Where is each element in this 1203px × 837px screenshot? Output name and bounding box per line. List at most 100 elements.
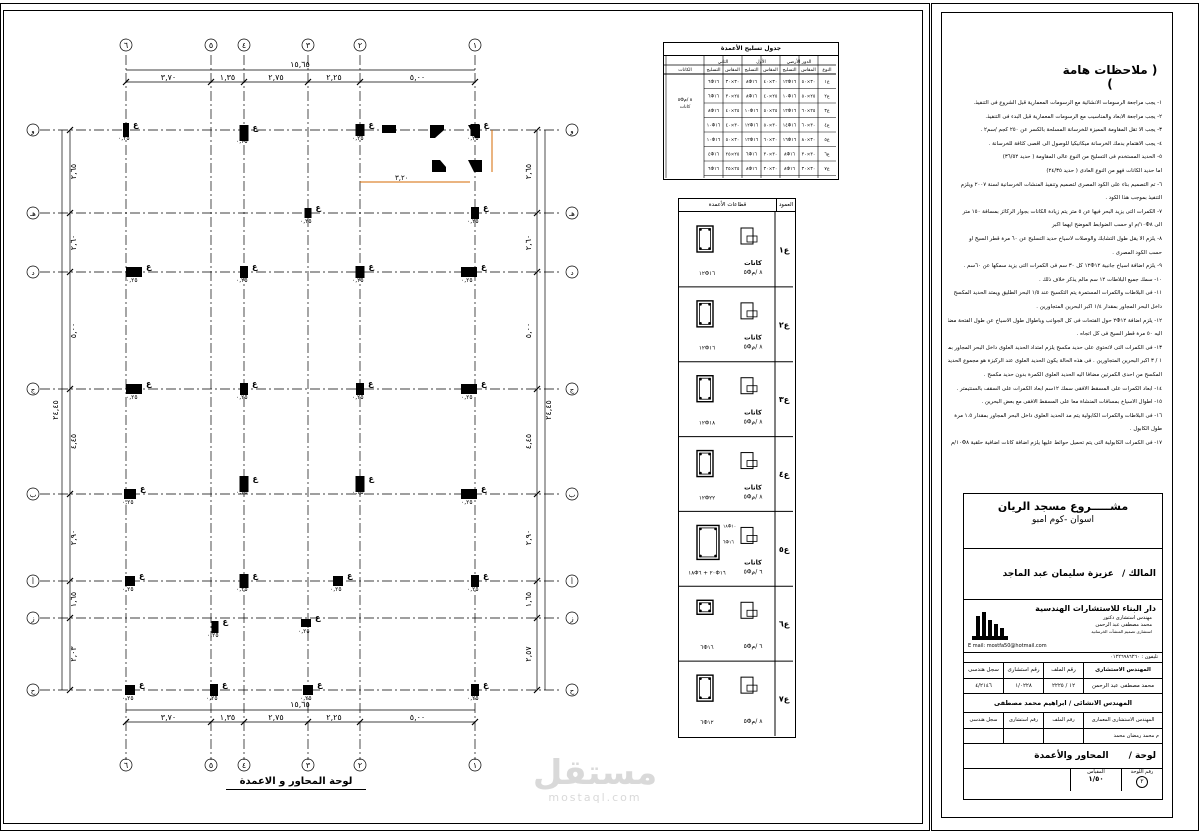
row-bubble	[26, 265, 40, 279]
schedule-title: جدول تسليح الأعمدة	[664, 43, 838, 56]
sched-cell: ع٢	[824, 94, 829, 100]
sched-col-header: التسليح	[706, 68, 720, 73]
note-line: ٧- الكمرات التى يزيد البحر فيها عن ٥ متر…	[962, 208, 1162, 215]
row-bubble	[26, 206, 40, 220]
sched-cell: ٢٥×٣٠	[726, 94, 740, 100]
sched-cell: ٢٥×٤٠	[764, 94, 778, 100]
column-rect	[125, 576, 135, 586]
dim-tick	[122, 78, 130, 86]
sched-cell: ٤Φ١٦	[708, 152, 720, 158]
column-rect	[240, 383, 248, 395]
column-rect	[471, 575, 479, 587]
row-bubble	[26, 683, 40, 697]
dim-value-v: ١,٦٥	[69, 592, 78, 607]
sched-cell: ١٤Φ١٦	[783, 123, 797, 129]
section-stirrup	[699, 377, 711, 400]
column-level: ٠,٢٥	[122, 499, 134, 506]
row-letter: ج	[31, 386, 36, 394]
dim-tick	[533, 577, 541, 585]
sched-cell: ١٦Φ١٦	[783, 137, 797, 143]
column-rect	[355, 266, 365, 278]
column-level: ٠,٢٥	[467, 586, 479, 593]
section-bars: ١٨Φ٢٠ + ٦Φ١٦	[688, 570, 726, 576]
axis-bubble	[353, 758, 367, 772]
note-line: التنفيذ بموجب هذا الكود .	[1105, 195, 1162, 202]
stirrup-hook	[746, 535, 758, 542]
column-tag: ع	[481, 262, 487, 271]
sched-col-header: الكانات	[678, 67, 692, 73]
dim-tick	[66, 577, 74, 585]
dim-value: ٣,٧٠	[161, 73, 176, 82]
axis-bubble	[301, 758, 315, 772]
dim-tick	[533, 490, 541, 498]
dim-value-v: ٢,٦٥	[524, 164, 533, 179]
row-bubble	[565, 123, 579, 137]
stirrup-spec: ٥Φ٨ /م	[744, 718, 764, 725]
consultant-name: محمد مصطفى عبد الرحمن	[1091, 683, 1155, 689]
sched-cell: ١٠Φ١٦	[745, 108, 759, 114]
scale-label: المقياس	[1087, 769, 1105, 775]
sched-cell: ٣٠×٥٠	[726, 137, 740, 143]
row-bubble	[26, 574, 40, 588]
column-level: ٠,٢٥	[236, 277, 248, 284]
rebar-dot	[699, 471, 702, 475]
sched-cell: ٣٠×٤٠	[726, 123, 740, 129]
column-level: ٠,٢٥	[461, 277, 473, 284]
axis-bubble	[301, 38, 315, 52]
column-tag: ع	[252, 379, 258, 388]
section-outline	[696, 300, 714, 328]
note-line: ٥- الحديد المستخدم فى التسليح من النوع ع…	[1002, 154, 1162, 161]
axis-number: ٣	[306, 41, 311, 50]
column-tag: ع	[139, 571, 145, 580]
sched-cell: ٨Φ١٦	[708, 108, 720, 114]
note-line: ١٢- يلزم اضافة ٢Φ١٢ حول الفتحات فى كل ال…	[948, 317, 1162, 324]
sched-group-header: الثاني	[718, 60, 729, 65]
column-tag: ع	[139, 680, 145, 689]
dim-value-v: ٢,٦٥	[69, 164, 78, 179]
note-line: ١٠- سمك جميع البلاطات ١٢ سم مالم يذكر خل…	[1039, 276, 1162, 283]
sched-cell: ٨Φ١٦	[784, 152, 796, 158]
column-level: ٠,٢٥	[126, 394, 138, 401]
column-rect	[126, 384, 142, 394]
note-line: ١٦- فى البلاطات والكمرات الكابولية يتم م…	[954, 412, 1162, 419]
sched-cell: ٢٥×٦٠	[802, 108, 816, 114]
dim-tick	[533, 126, 541, 134]
column-tag: ع	[315, 613, 321, 622]
column-level: ٠,٢٥	[122, 695, 134, 702]
axis-number: ١	[473, 761, 477, 770]
column-rect	[239, 574, 249, 588]
stirrup-label: كانات	[744, 409, 762, 417]
sched-cell: ٣٠×٥٠	[802, 79, 816, 85]
sched-cell: ١٢Φ١٦	[745, 137, 759, 143]
column-rect	[304, 208, 312, 218]
section-stirrup	[699, 452, 711, 475]
dim-tick	[207, 78, 215, 86]
column-tag: ع	[368, 379, 374, 388]
sched-cell: ٨Φ١٦	[746, 166, 758, 172]
note-line: ١١- فى البلاطات والكمرات المستمرة يتم ال…	[953, 290, 1162, 297]
column-tag: ع	[484, 120, 490, 129]
row-letter: ج	[570, 386, 575, 394]
axis-bubble	[237, 38, 251, 52]
dim-tick	[356, 718, 364, 726]
column-rect	[461, 267, 477, 277]
rebar-dot	[699, 602, 702, 606]
column-rect	[471, 207, 479, 219]
firm-sub1: مهندس استشارى دكتور	[1103, 615, 1152, 621]
dim-tick	[533, 686, 541, 694]
column-rect	[461, 489, 477, 499]
sched-cell: ٢٥×٢٥	[726, 166, 740, 172]
axis-number: ١	[473, 41, 477, 50]
column-level: ٠,٢٥	[300, 218, 312, 225]
row-letter: و	[30, 127, 34, 135]
stair-core-left	[430, 125, 444, 138]
note-line: ٣- يجب الا تقل المقاومة المميزة للخرسانة…	[980, 127, 1162, 134]
dim-value-v: ٢,٦٠	[524, 235, 533, 250]
column-level: ٠,٢٥	[352, 394, 364, 401]
row-bubble	[565, 265, 579, 279]
dim-tick	[533, 385, 541, 393]
dim-value-v: ٤,٤٥	[69, 434, 78, 449]
axis-number: ٥	[209, 41, 213, 50]
column-tag: ع	[369, 262, 375, 271]
